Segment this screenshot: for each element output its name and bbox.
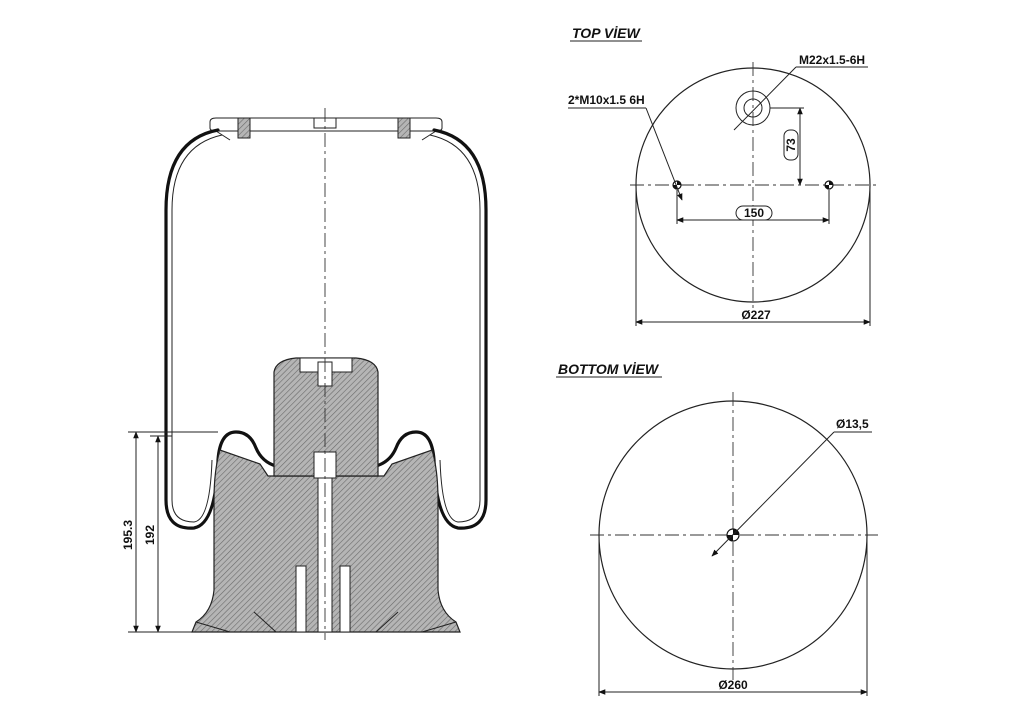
side-view: 195.3 192 [121, 108, 488, 640]
top-view-title: TOP VİEW [572, 25, 641, 41]
top-diameter-label: Ø227 [741, 308, 771, 322]
center-thread-label: M22x1.5-6H [799, 53, 865, 67]
bottom-hole-label: Ø13,5 [836, 417, 869, 431]
top-diameter-dimension: Ø227 [635, 185, 871, 326]
offset-label: 73 [784, 138, 798, 152]
center-thread: M22x1.5-6H [733, 53, 868, 131]
offset-dimension: 73 [770, 107, 804, 186]
bottom-diameter-dimension: Ø260 [598, 535, 868, 696]
piston-cap [273, 357, 379, 477]
side-holes: 2*M10x1.5 6H [568, 93, 834, 201]
spacing-dimension: 150 [676, 190, 830, 224]
bottom-view: BOTTOM VİEW Ø13,5 Ø260 [556, 361, 878, 696]
height-piston-label: 192 [143, 525, 157, 545]
top-plate [209, 117, 443, 141]
height-overall-label: 195.3 [121, 520, 135, 550]
side-thread-label: 2*M10x1.5 6H [568, 93, 645, 107]
height-dimensions: 195.3 192 [121, 431, 218, 633]
bottom-view-title: BOTTOM VİEW [558, 361, 660, 377]
spacing-label: 150 [744, 206, 764, 220]
top-view: TOP VİEW M22x1.5-6H 2*M10x1.5 6H [568, 25, 876, 326]
bottom-diameter-label: Ø260 [718, 678, 748, 692]
bottom-hole: Ø13,5 [711, 417, 872, 557]
